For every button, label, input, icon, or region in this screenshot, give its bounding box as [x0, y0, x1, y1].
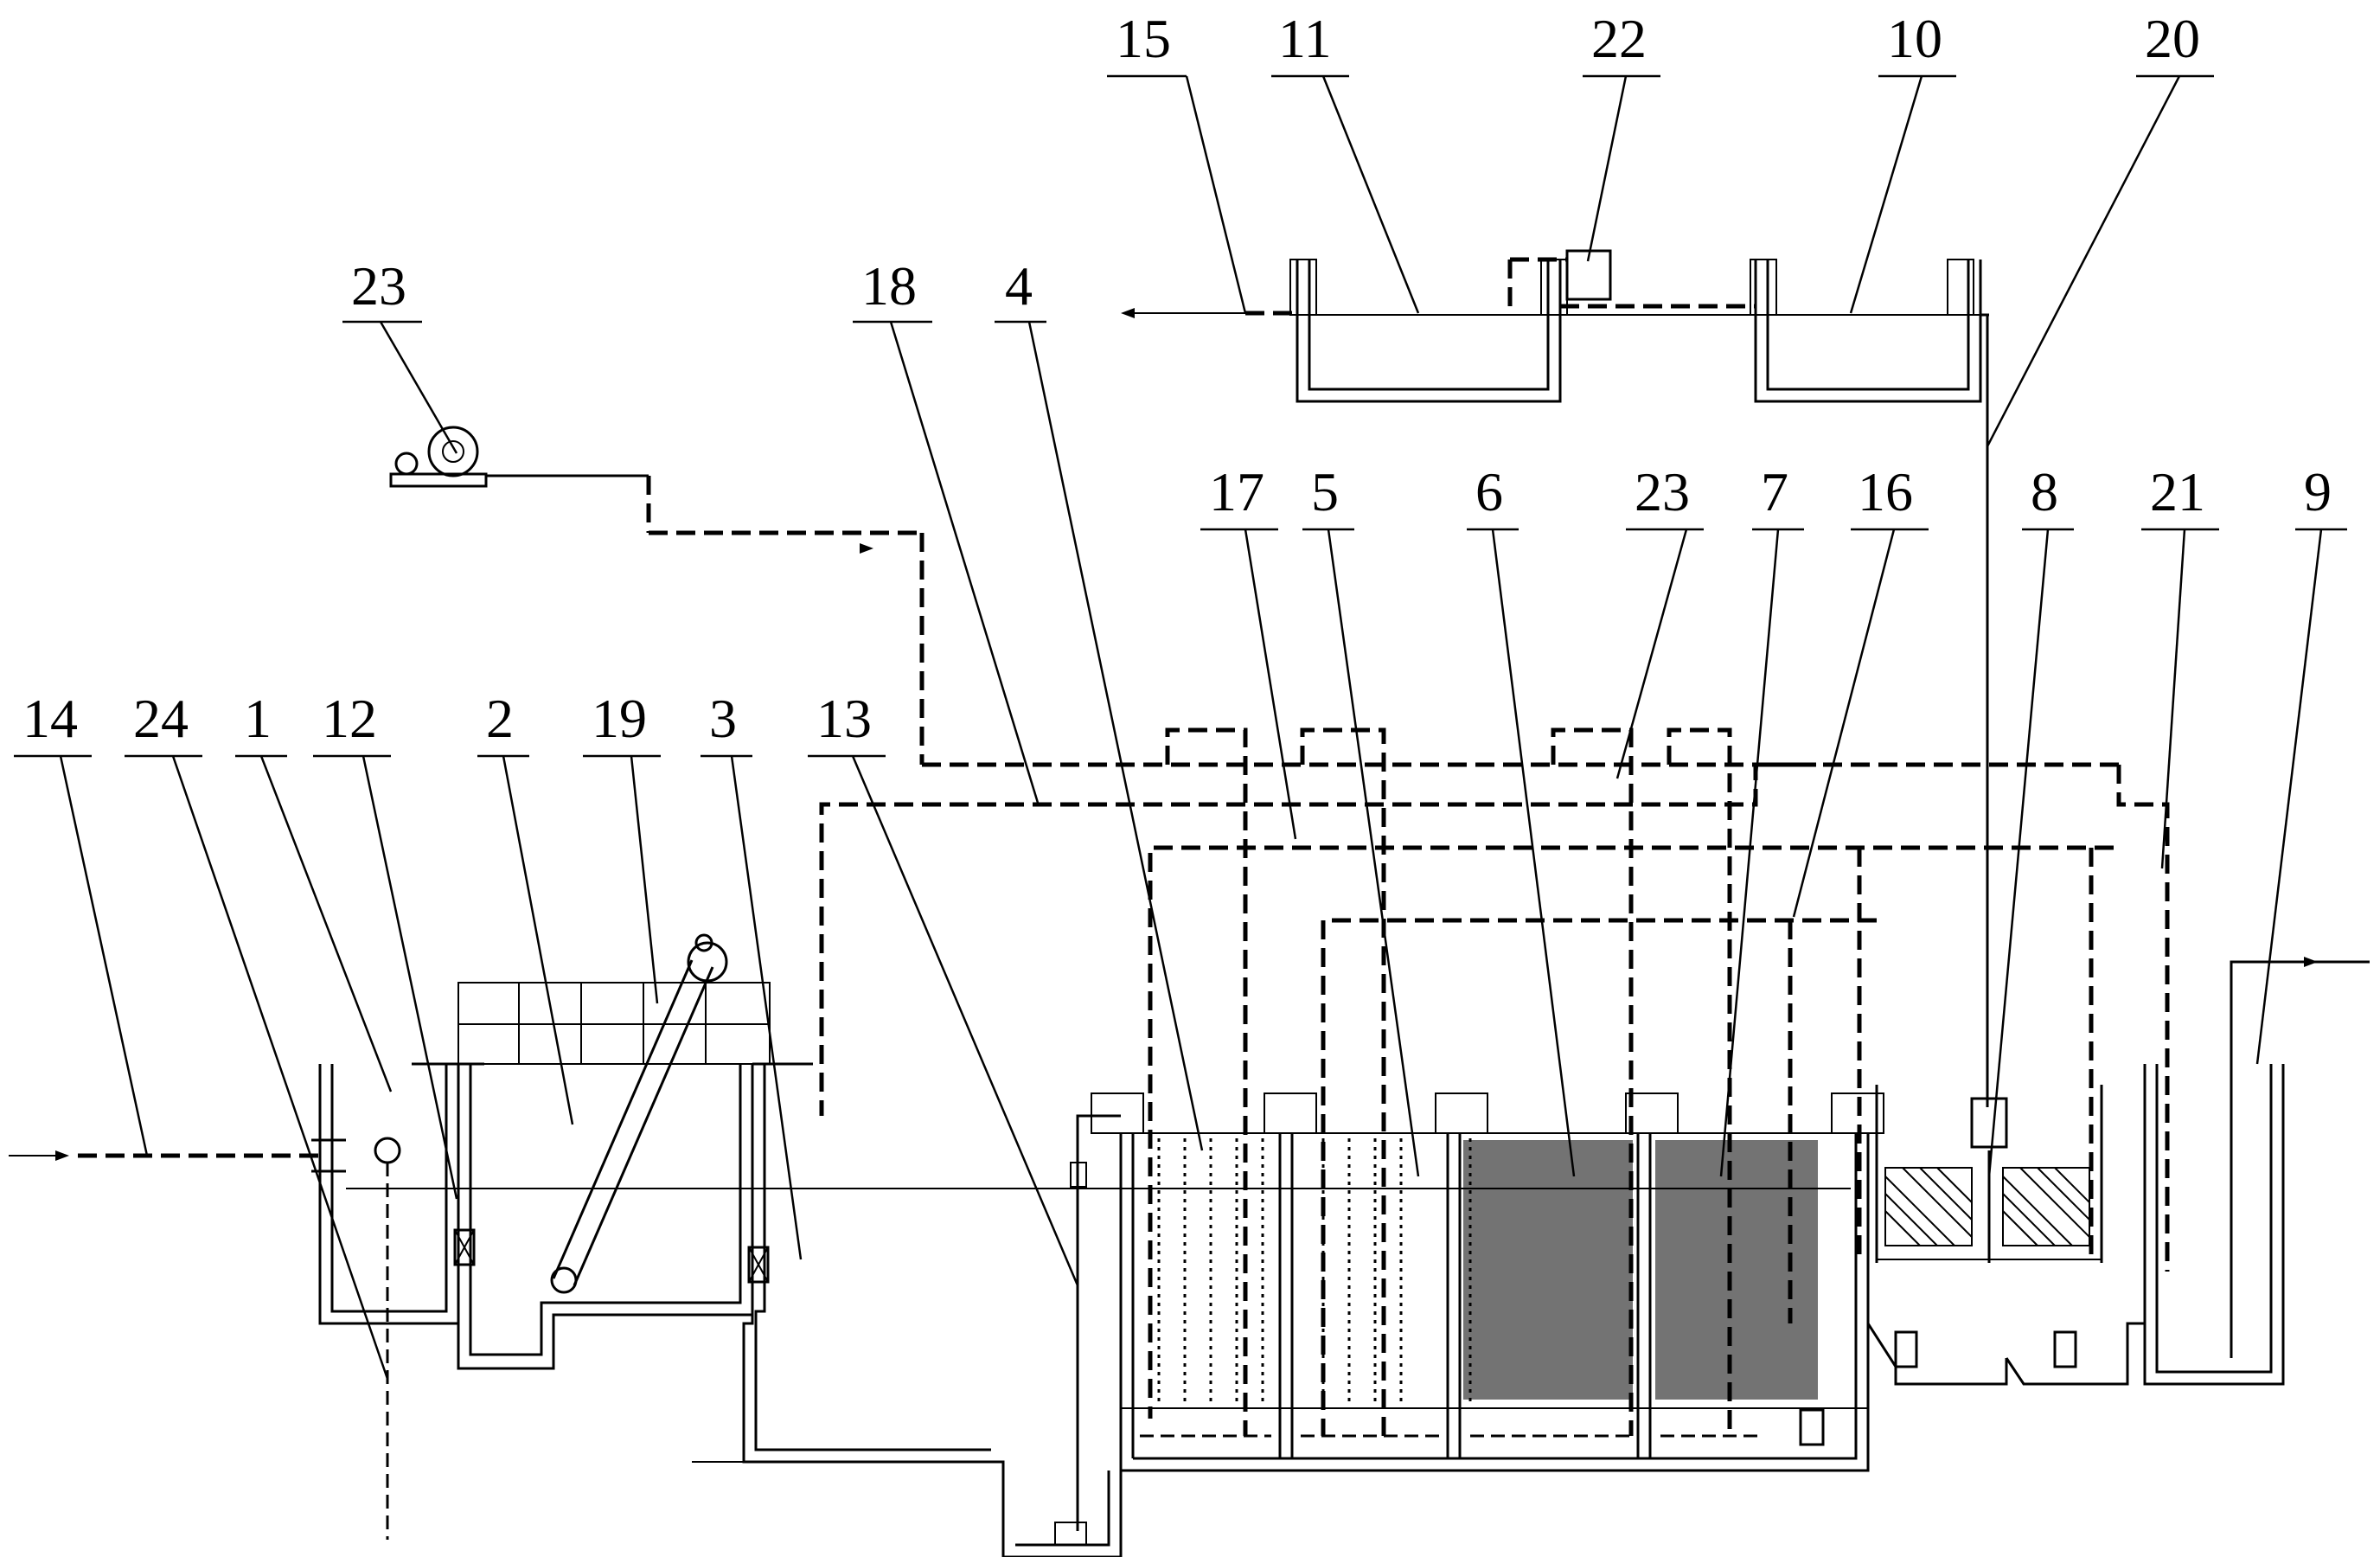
sludge-pump-right-icon: [2053, 1330, 2077, 1368]
callout-13: 13: [816, 688, 872, 749]
gate-valve-12: [453, 1228, 476, 1266]
pump-icon: [1799, 1408, 1825, 1446]
callout-1: 1: [244, 688, 272, 749]
callout-23a: 23: [351, 255, 406, 317]
sludge-pump-left-icon: [1894, 1330, 1918, 1368]
regulating-tank-3: [692, 1062, 1123, 1557]
callout-15: 15: [1116, 8, 1171, 69]
callout-2: 2: [486, 688, 514, 749]
callout-6: 6: [1475, 461, 1503, 522]
screen-chamber-2: [412, 982, 771, 1370]
pipe-20: [1980, 313, 1989, 1107]
callout-23b: 23: [1635, 461, 1690, 522]
tube-settler-right: [2002, 1167, 2090, 1246]
tank-10: [1750, 259, 1982, 403]
recycle-lines: [819, 762, 2170, 1436]
callout-16: 16: [1858, 461, 1913, 522]
inlet-pipe-14: [9, 1138, 346, 1173]
callout-9: 9: [2304, 461, 2332, 522]
bar-screen-conveyor-19: [550, 933, 728, 1294]
callout-19: 19: [592, 688, 647, 749]
callout-5: 5: [1311, 461, 1339, 522]
tank-11: [1289, 259, 1568, 403]
gate-valve-3: [747, 1246, 770, 1284]
label-underlines: [14, 74, 2347, 758]
settling-tank-8: [1866, 1085, 2145, 1386]
callout-8: 8: [2031, 461, 2058, 522]
biofilm-media-4: [1157, 1138, 1264, 1405]
callout-24: 24: [133, 688, 189, 749]
callout-18: 18: [861, 255, 917, 317]
blower-23: [389, 426, 1816, 767]
tank-nozzles: [1091, 1092, 1884, 1134]
tube-settler-left: [1884, 1167, 1973, 1246]
pipe-15-outlet: [1121, 257, 1756, 318]
callout-22: 22: [1591, 8, 1647, 69]
callout-7: 7: [1761, 461, 1788, 522]
callout-3: 3: [709, 688, 737, 749]
air-branches: [1165, 727, 1732, 1436]
device-22: [1565, 249, 1612, 301]
bio-tanks: [1091, 1092, 1884, 1472]
callout-17: 17: [1209, 461, 1264, 522]
callout-11: 11: [1278, 8, 1332, 69]
biofilm-media-6: [1463, 1138, 1633, 1401]
callout-12: 12: [322, 688, 377, 749]
level-gauge-24: [374, 1137, 401, 1540]
callout-21: 21: [2150, 461, 2205, 522]
biofilm-media-5: [1321, 1138, 1403, 1405]
callout-10: 10: [1887, 8, 1942, 69]
callout-labels: 15 11 22 10 20 23 18 4 17 5 6 23 7 16 8 …: [22, 8, 2332, 749]
callout-20: 20: [2145, 8, 2200, 69]
clear-water-tank-9: [2143, 957, 2370, 1386]
biofilm-media-7: [1655, 1140, 1818, 1400]
callout-14: 14: [22, 688, 78, 749]
callout-4: 4: [1005, 255, 1033, 317]
lift-pipe-13: [1070, 1114, 1121, 1531]
